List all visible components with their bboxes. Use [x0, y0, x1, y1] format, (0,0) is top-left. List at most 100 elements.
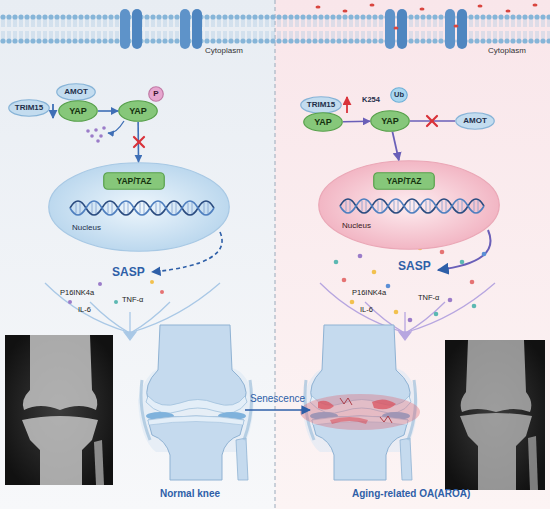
extracellular-signal: [533, 4, 538, 7]
protein-ellipse: AMOT: [56, 83, 96, 101]
sasp-funnel: [407, 283, 495, 332]
inhibition-cross: [134, 137, 144, 147]
ubiquitin-circle: Ub: [390, 87, 408, 103]
degraded-fragment: [94, 128, 98, 132]
cell-membrane: [0, 14, 550, 44]
xray-image: [5, 335, 113, 485]
sasp-particle: [98, 282, 102, 286]
yap-ellipse-fill: [304, 113, 343, 132]
factor-label: TNF-α: [418, 294, 439, 302]
factor-label: IL-6: [78, 306, 91, 314]
membrane-channel: [445, 9, 455, 49]
protein-ellipse: TRIM15: [8, 99, 50, 117]
inflamed-joint: [340, 398, 352, 405]
factor-label: IL-6: [360, 306, 373, 314]
node-text: YAP/TAZ: [117, 177, 152, 186]
xray-image: [461, 340, 532, 412]
sasp-funnel: [407, 302, 445, 332]
sasp-particle: [114, 300, 118, 304]
node-text: YAP: [129, 107, 147, 116]
sasp-particle: [358, 254, 363, 259]
degraded-fragment: [86, 126, 106, 143]
aging-panel: [275, 0, 550, 509]
factor-label: TNF-α: [122, 296, 143, 304]
inhibition-cross: [427, 116, 437, 126]
sasp-funnel: [124, 332, 136, 340]
nucleus-ellipse: Nucleus YAP/TAZ: [318, 160, 500, 250]
panel-label: Normal knee: [160, 489, 220, 499]
xray-image: [528, 436, 538, 490]
sasp-particle: [68, 246, 486, 323]
node-text: YAP: [69, 107, 87, 116]
membrane-channel: [120, 9, 467, 49]
node-text: Ub: [394, 91, 404, 99]
membrane-channel: [120, 9, 130, 49]
sasp-particle: [472, 304, 477, 309]
membrane-channel: [385, 9, 395, 49]
protein-ellipse: TRIM15: [300, 96, 342, 114]
extracellular-signal: [506, 10, 511, 13]
yap-ellipse-fill: [119, 101, 158, 122]
sasp-particle: [434, 312, 439, 317]
inhibition-cross: [427, 116, 437, 126]
normal-panel: [0, 0, 275, 509]
extracellular-signal: [478, 5, 483, 8]
complex-box-fill: [374, 173, 435, 190]
inflamed-joint: [330, 417, 368, 424]
panel-divider: [275, 0, 276, 509]
protein-ellipse-fill: [456, 113, 495, 130]
xray-image: [460, 413, 532, 490]
extracellular-signal: [316, 4, 538, 30]
phospho-circle: P: [148, 86, 164, 102]
senescence-arrow: [245, 409, 310, 411]
yap-ellipse: YAP: [58, 100, 98, 122]
node-text: YAP: [314, 118, 332, 127]
sasp-particle: [394, 310, 399, 315]
sasp-particle: [482, 252, 487, 257]
protein-ellipse-fill: [57, 84, 96, 101]
sasp-funnel: [129, 312, 130, 332]
xray-image: [23, 335, 97, 410]
yap-ellipse-fill: [371, 111, 410, 132]
membrane-channel: [192, 9, 202, 49]
extracellular-signal: [316, 6, 321, 9]
xray-image: [22, 416, 98, 485]
complex-box: YAP/TAZ: [373, 172, 435, 190]
extracellular-signal: [343, 10, 348, 13]
protein-ellipse-fill: [301, 97, 342, 114]
inflamed-joint: [318, 401, 334, 410]
degraded-fragment: [86, 129, 90, 133]
compartment-label: Cytoplasm: [488, 47, 526, 55]
node-text: AMOT: [64, 88, 88, 96]
xray-image: [5, 335, 545, 490]
sasp-funnel: [45, 283, 128, 332]
sasp-particle: [448, 298, 453, 303]
complex-box: YAP/TAZ: [103, 172, 165, 190]
extracellular-signal: [454, 25, 459, 28]
protein-ellipse: AMOT: [455, 112, 495, 130]
node-text: Nucleus: [342, 222, 371, 230]
node-text: P: [153, 90, 158, 98]
dna-helix-normal: [70, 201, 214, 215]
yap-ellipse: YAP: [370, 110, 410, 132]
degradation-arrow: [108, 121, 124, 133]
nucleus-ellipse-fill: [319, 161, 500, 250]
node-text: YAP/TAZ: [387, 177, 422, 186]
sasp-particle: [68, 300, 72, 304]
sasp-funnel: [90, 302, 128, 332]
sasp-particle: [350, 300, 355, 305]
sasp-particle: [372, 270, 377, 275]
signal-arrow: [98, 110, 118, 112]
inflamed-joint: [300, 394, 420, 430]
panel-label: Aging-related OA(AROA): [352, 489, 470, 499]
degraded-fragment: [90, 134, 94, 138]
ubiquitin-circle-fill: [391, 88, 408, 103]
complex-box-fill: [104, 173, 165, 190]
decrease-arrow: [52, 104, 54, 118]
sasp-particle: [342, 278, 347, 283]
phospho-circle-fill: [149, 87, 164, 102]
